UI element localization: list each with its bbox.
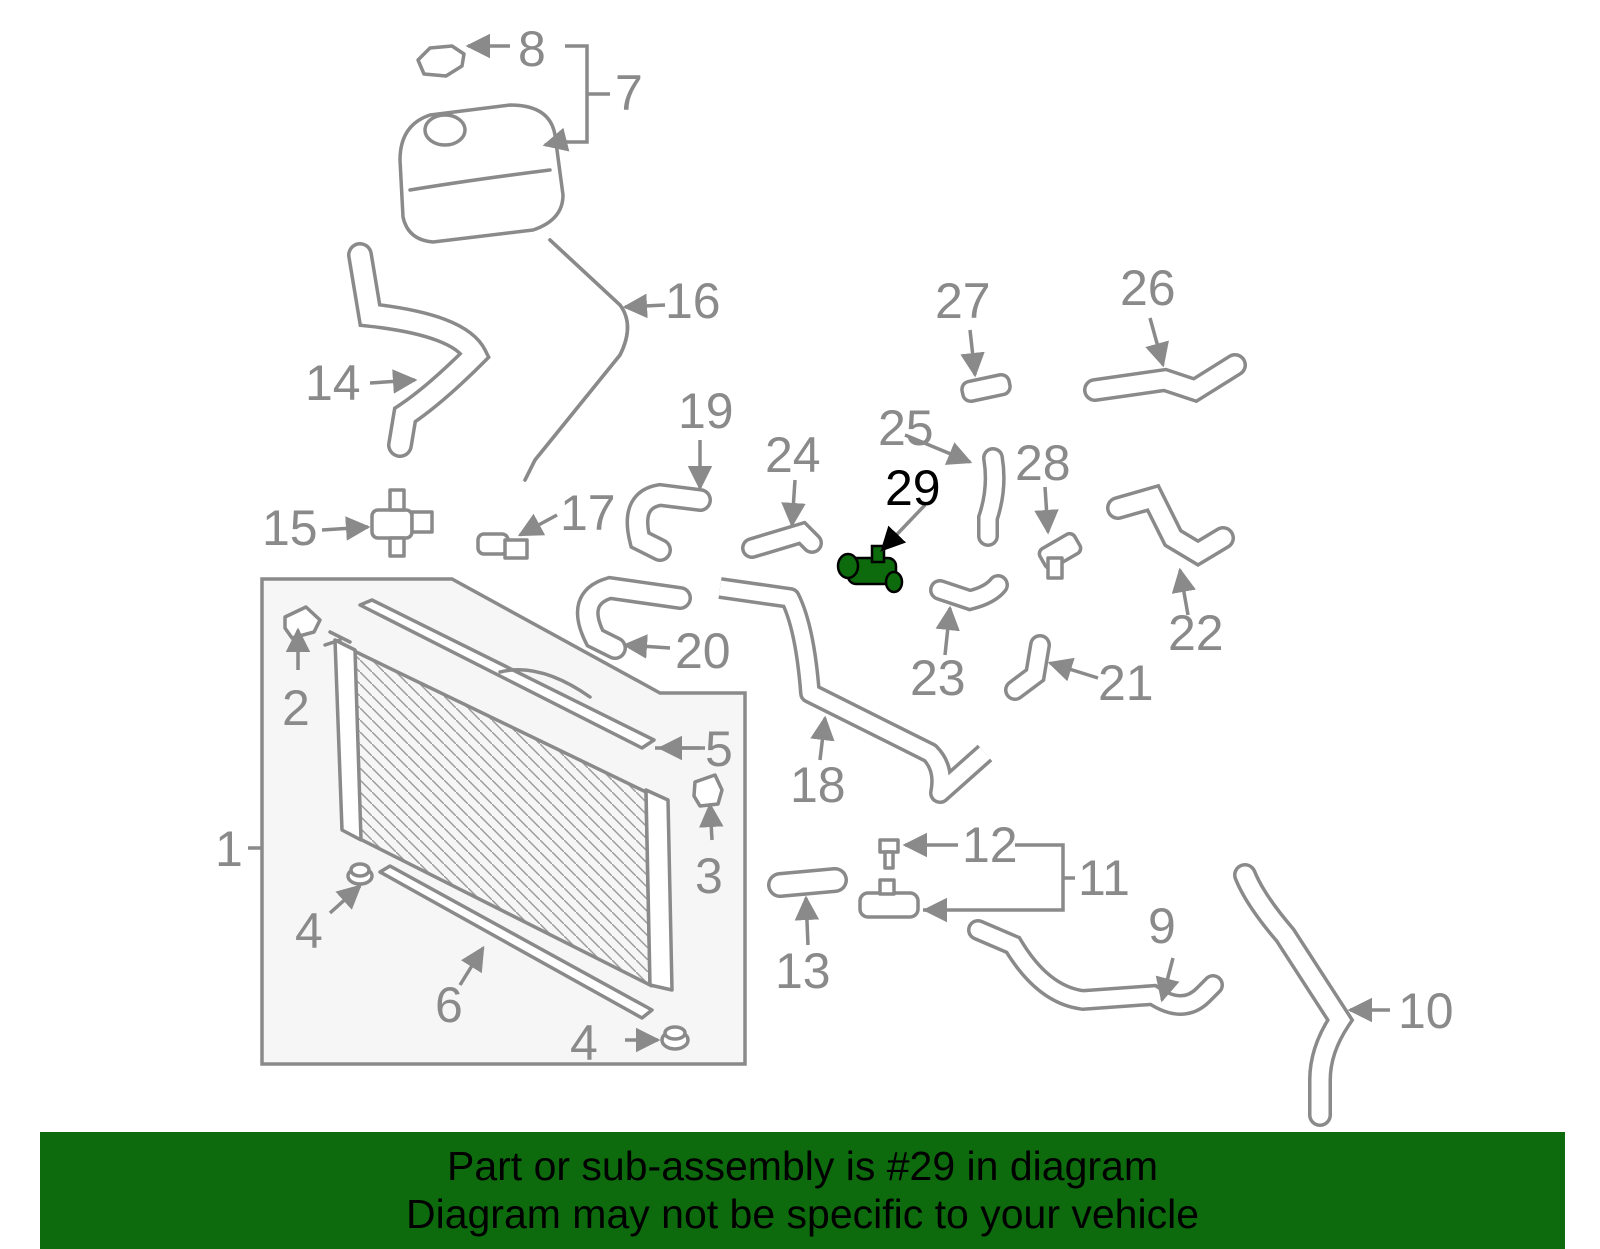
label-15: 15 xyxy=(262,500,318,556)
label-13: 13 xyxy=(775,943,831,999)
label-12: 12 xyxy=(962,817,1018,873)
label-14: 14 xyxy=(305,355,361,411)
label-21: 21 xyxy=(1098,655,1154,711)
label-4-lower: 4 xyxy=(570,1015,598,1071)
label-1: 1 xyxy=(215,821,243,877)
fitting-part-29-highlighted[interactable] xyxy=(836,544,904,594)
label-27: 27 xyxy=(935,273,991,329)
label-17: 17 xyxy=(560,485,616,541)
label-4: 4 xyxy=(295,903,323,959)
label-26: 26 xyxy=(1120,260,1176,316)
label-24: 24 xyxy=(765,427,821,483)
label-3: 3 xyxy=(695,848,723,904)
upper-seal-bar xyxy=(358,598,656,750)
label-29-highlighted: 29 xyxy=(885,460,941,516)
label-25: 25 xyxy=(878,400,934,456)
label-19: 19 xyxy=(678,383,734,439)
connector-part-27 xyxy=(960,372,1012,404)
label-28: 28 xyxy=(1015,435,1071,491)
fitting-part-11 xyxy=(858,878,920,919)
label-18: 18 xyxy=(790,757,846,813)
part-labels: 1 2 3 4 4 5 6 7 8 9 10 11 12 13 14 15 16… xyxy=(215,21,1454,1071)
lower-seal-bar xyxy=(378,864,654,1020)
leader-lines xyxy=(285,33,1390,1053)
sensor-part-17 xyxy=(476,532,529,560)
fitting-part-15 xyxy=(370,488,434,558)
bolt-part-12 xyxy=(878,838,900,870)
radiator-core xyxy=(323,630,674,992)
fitting-part-28 xyxy=(1037,531,1083,580)
label-9: 9 xyxy=(1148,898,1176,954)
reservoir-cap xyxy=(416,44,466,78)
banner-line-2: Diagram may not be specific to your vehi… xyxy=(405,1191,1199,1237)
label-20: 20 xyxy=(675,623,731,679)
bracket-part-3 xyxy=(692,773,724,808)
label-10: 10 xyxy=(1398,983,1454,1039)
hose-part-16 xyxy=(523,238,630,482)
label-6: 6 xyxy=(435,977,463,1033)
mount-part-4-upper xyxy=(346,862,374,886)
label-23: 23 xyxy=(910,650,966,706)
label-8: 8 xyxy=(518,21,546,77)
label-5: 5 xyxy=(705,721,733,777)
label-2: 2 xyxy=(282,680,310,736)
label-16: 16 xyxy=(665,273,721,329)
mount-part-4-lower xyxy=(660,1025,690,1051)
coolant-reservoir xyxy=(398,103,565,244)
label-11: 11 xyxy=(1078,850,1130,906)
label-22: 22 xyxy=(1168,605,1224,661)
label-7: 7 xyxy=(615,65,643,121)
info-banner: Part or sub-assembly is #29 in diagram D… xyxy=(40,1132,1565,1249)
banner-line-1: Part or sub-assembly is #29 in diagram xyxy=(447,1143,1158,1189)
